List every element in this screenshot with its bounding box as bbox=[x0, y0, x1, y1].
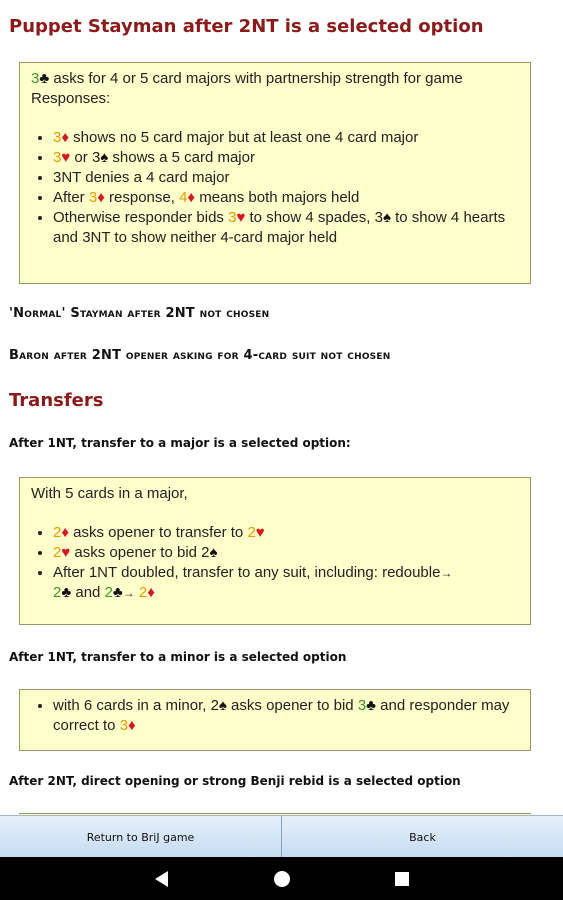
bottom-button-bar: Return to BriJ game Back bbox=[0, 815, 563, 858]
transfer-minor-list: with 6 cards in a minor, 2♠ asks opener … bbox=[31, 696, 520, 736]
puppet-stayman-box: 3♣ asks for 4 or 5 card majors with part… bbox=[19, 62, 531, 284]
diamonds-icon: ♦ bbox=[97, 189, 105, 206]
next-box-edge bbox=[19, 813, 531, 815]
list-item: with 6 cards in a minor, 2♠ asks opener … bbox=[53, 696, 520, 736]
normal-stayman-note: 'Normal' Stayman after 2NT not chosen bbox=[9, 306, 270, 321]
list-item: 3NT denies a 4 card major bbox=[53, 168, 520, 188]
nav-back-button[interactable] bbox=[102, 870, 222, 888]
diamonds-icon: ♦ bbox=[187, 189, 196, 206]
transfer-major-list: 2♦ asks opener to transfer to 2♥ 2♥ asks… bbox=[31, 523, 520, 603]
two-nt-note: After 2NT, direct opening or strong Benj… bbox=[9, 774, 461, 788]
responses-label: Responses: bbox=[31, 90, 111, 107]
list-item: 2♦ asks opener to transfer to 2♥ bbox=[53, 523, 520, 543]
nav-home-button[interactable] bbox=[222, 870, 342, 888]
clubs-icon: ♣ bbox=[112, 584, 123, 601]
return-to-game-button[interactable]: Return to BriJ game bbox=[86, 830, 195, 844]
list-item: 2♥ asks opener to bid 2♠ bbox=[53, 543, 520, 563]
transfers-heading: Transfers bbox=[9, 390, 104, 411]
diamonds-icon: ♦ bbox=[61, 524, 69, 541]
transfer-major-intro: With 5 cards in a major, bbox=[31, 485, 188, 502]
puppet-stayman-heading: Puppet Stayman after 2NT is a selected o… bbox=[9, 16, 484, 37]
diamonds-icon: ♦ bbox=[61, 129, 69, 146]
android-nav-bar bbox=[0, 857, 563, 900]
hearts-icon: ♥ bbox=[61, 544, 71, 561]
list-item: After 1NT doubled, transfer to any suit,… bbox=[53, 563, 520, 603]
diamonds-icon: ♦ bbox=[147, 584, 155, 601]
spades-icon: ♠ bbox=[382, 209, 391, 226]
clubs-icon: ♣ bbox=[61, 584, 72, 601]
hearts-icon: ♥ bbox=[236, 209, 246, 226]
recents-square-icon bbox=[394, 871, 409, 886]
baron-note: Baron after 2NT opener asking for 4-card… bbox=[9, 348, 391, 363]
hearts-icon: ♥ bbox=[61, 149, 71, 166]
back-button[interactable]: Back bbox=[281, 816, 563, 858]
transfer-major-note: After 1NT, transfer to a major is a sele… bbox=[9, 436, 351, 450]
list-item: After 3♦ response, 4♦ means both majors … bbox=[53, 188, 520, 208]
list-item: 3♥ or 3♠ shows a 5 card major bbox=[53, 148, 520, 168]
transfer-minor-note: After 1NT, transfer to a minor is a sele… bbox=[9, 650, 347, 664]
arrow-right-icon: → bbox=[122, 586, 135, 600]
back-triangle-icon bbox=[154, 870, 168, 887]
clubs-icon: ♣ bbox=[39, 70, 50, 87]
spades-icon: ♠ bbox=[218, 697, 227, 714]
hearts-icon: ♥ bbox=[255, 524, 265, 541]
spades-icon: ♠ bbox=[209, 544, 218, 561]
transfer-major-box: With 5 cards in a major, 2♦ asks opener … bbox=[19, 477, 531, 625]
nav-recents-button[interactable] bbox=[342, 871, 462, 887]
puppet-intro: 3♣ asks for 4 or 5 card majors with part… bbox=[31, 70, 463, 87]
home-circle-icon bbox=[273, 870, 290, 887]
list-item: Otherwise responder bids 3♥ to show 4 sp… bbox=[53, 208, 520, 248]
arrow-right-icon: → bbox=[440, 566, 453, 580]
list-item: 3♦ shows no 5 card major but at least on… bbox=[53, 128, 520, 148]
help-content: Puppet Stayman after 2NT is a selected o… bbox=[0, 0, 563, 815]
clubs-icon: ♣ bbox=[366, 697, 376, 714]
diamonds-icon: ♦ bbox=[128, 717, 136, 734]
spades-icon: ♠ bbox=[100, 149, 109, 166]
puppet-responses-list: 3♦ shows no 5 card major but at least on… bbox=[31, 128, 520, 248]
transfer-minor-box: with 6 cards in a minor, 2♠ asks opener … bbox=[19, 689, 531, 751]
